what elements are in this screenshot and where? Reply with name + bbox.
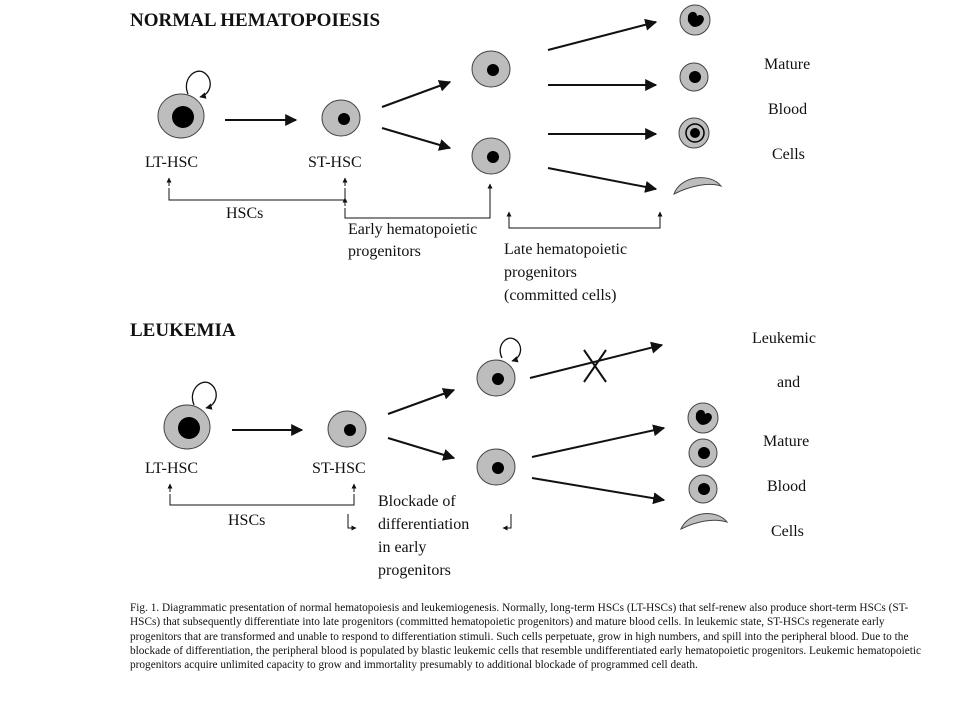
normal-hscs-bracket bbox=[168, 188, 346, 201]
arrow-st-to-top bbox=[381, 80, 452, 108]
normal-hscs-label: HSCs bbox=[226, 205, 263, 222]
leukemia-mature-cell-round-2 bbox=[688, 474, 718, 504]
hematopoiesis-diagram: NORMAL HEMATOPOIESIS LT-HSC bbox=[130, 4, 816, 579]
leukemia-hscs-bracket bbox=[169, 494, 355, 506]
normal-lt-hsc-cell bbox=[157, 93, 205, 139]
normal-mature-cell-round bbox=[679, 62, 709, 92]
leukemia-arrow-st-to-top bbox=[387, 388, 456, 415]
normal-self-renew-loop bbox=[185, 70, 211, 99]
leukemia-st-hsc-label: ST-HSC bbox=[312, 460, 366, 477]
leukemia-right-label-and: and bbox=[777, 374, 800, 391]
leukemia-st-hsc-cell bbox=[327, 410, 367, 448]
normal-early-progenitor-bottom bbox=[471, 137, 511, 175]
leukemia-mature-cell-lobed bbox=[687, 402, 719, 434]
normal-mature-cell-platelet bbox=[673, 177, 723, 195]
normal-blood-label: Blood bbox=[768, 101, 807, 118]
leukemia-right-label-blood: Blood bbox=[767, 478, 806, 495]
normal-st-hsc-label: ST-HSC bbox=[308, 154, 362, 171]
normal-late-label-2: progenitors bbox=[504, 264, 577, 281]
normal-early-bracket bbox=[344, 190, 491, 219]
normal-mature-label: Mature bbox=[764, 56, 810, 73]
normal-cells-label: Cells bbox=[772, 146, 805, 163]
arrow-top-to-mature-1 bbox=[547, 18, 658, 51]
normal-st-hsc-cell bbox=[321, 99, 361, 137]
leukemia-arrow-bottom-to-mature-2 bbox=[531, 477, 666, 505]
leukemia-blockade-hook-left bbox=[347, 514, 357, 531]
leukemia-blockade-label-1: Blockade of bbox=[378, 493, 456, 510]
leukemia-early-progenitor-bottom bbox=[476, 448, 516, 486]
normal-late-bracket bbox=[508, 220, 661, 229]
leukemia-right-label-leukemic: Leukemic bbox=[752, 330, 816, 347]
figure-caption: Fig. 1. Diagrammatic presentation of nor… bbox=[130, 602, 922, 672]
normal-early-label-2: progenitors bbox=[348, 243, 421, 260]
normal-late-label-3: (committed cells) bbox=[504, 287, 616, 304]
leukemia-blockade-label-4: progenitors bbox=[378, 562, 451, 579]
normal-late-label-1: Late hematopoietic bbox=[504, 241, 627, 258]
leukemia-lt-hsc-cell bbox=[163, 404, 211, 450]
leukemia-hscs-label: HSCs bbox=[228, 512, 265, 529]
leukemia-arrow-bottom-to-mature-1 bbox=[531, 424, 666, 458]
normal-mature-cell-ringed bbox=[678, 117, 710, 149]
leukemia-arrow-blocked bbox=[529, 341, 664, 379]
leukemia-right-label-cells: Cells bbox=[771, 523, 804, 540]
arrow-st-to-bottom bbox=[381, 127, 452, 151]
leukemia-mature-cell-round-1 bbox=[688, 438, 718, 468]
leukemia-arrow-st-to-bottom bbox=[387, 437, 456, 461]
leukemia-right-label-mature: Mature bbox=[763, 433, 809, 450]
leukemia-blockade-label-2: differentiation bbox=[378, 516, 469, 533]
normal-early-progenitor-top bbox=[471, 50, 511, 88]
leukemia-early-progenitor-top bbox=[476, 359, 516, 397]
arrow-bottom-to-mature-4 bbox=[547, 167, 658, 193]
leukemia-progenitor-self-renew-loop bbox=[499, 337, 522, 363]
leukemia-title: LEUKEMIA bbox=[130, 320, 236, 341]
normal-early-label-1: Early hematopoietic bbox=[348, 221, 477, 238]
leukemia-lt-self-renew-loop bbox=[191, 381, 217, 410]
leukemia-blockade-hook-right bbox=[502, 514, 512, 531]
normal-mature-cell-lobed bbox=[679, 4, 711, 36]
normal-lt-hsc-label: LT-HSC bbox=[145, 154, 198, 171]
leukemia-blockade-label-3: in early bbox=[378, 539, 426, 556]
leukemia-lt-hsc-label: LT-HSC bbox=[145, 460, 198, 477]
leukemia-mature-cell-platelet bbox=[680, 513, 729, 531]
normal-title: NORMAL HEMATOPOIESIS bbox=[130, 10, 380, 31]
leukemia-block-x-mark bbox=[583, 349, 607, 383]
